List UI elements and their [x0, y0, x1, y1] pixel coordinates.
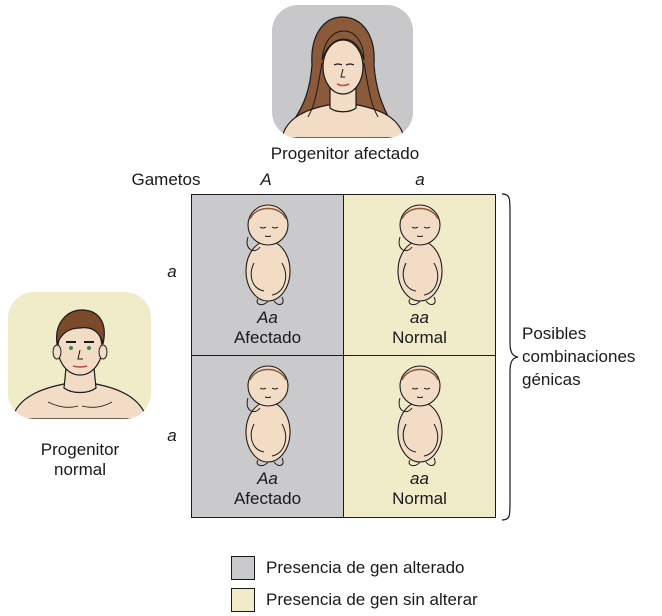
brace-label-line1: Posibles	[522, 324, 587, 343]
baby-illustration	[245, 204, 291, 306]
normal-parent-label-line1: Progenitor	[40, 440, 120, 459]
legend-label-altered: Presencia de gen alterado	[266, 558, 465, 577]
legend-swatch-normal	[231, 588, 255, 612]
curly-brace	[501, 193, 519, 521]
punnett-square: Aa Afectado aa Normal Aa Afectado	[191, 194, 496, 518]
baby-illustration	[245, 365, 291, 467]
cell-phenotype: Afectado	[233, 328, 302, 347]
gamete-side-1: a	[167, 262, 177, 281]
punnett-cell-4: aa Normal	[344, 356, 495, 517]
normal-parent-label-line2: normal	[54, 460, 106, 479]
gamete-top-1: A	[260, 170, 272, 189]
cell-phenotype: Normal	[392, 328, 447, 347]
punnett-cell-1: Aa Afectado	[192, 195, 344, 356]
brace-label-line3: génicas	[522, 370, 581, 389]
baby-illustration	[397, 365, 443, 467]
legend-label-normal: Presencia de gen sin alterar	[266, 590, 478, 609]
cell-genotype: aa	[410, 469, 429, 488]
legend-swatch-altered	[231, 556, 255, 580]
cell-genotype: Aa	[257, 308, 278, 327]
cell-genotype: Aa	[257, 469, 278, 488]
cell-phenotype: Normal	[392, 489, 447, 508]
man-illustration	[11, 309, 148, 419]
gamete-top-2: a	[415, 170, 425, 189]
affected-parent-portrait	[272, 5, 413, 138]
baby-illustration	[397, 204, 443, 306]
cell-genotype: aa	[410, 308, 429, 327]
punnett-cell-2: aa Normal	[344, 195, 495, 356]
woman-illustration	[281, 16, 405, 138]
gamete-side-2: a	[167, 426, 177, 445]
brace-label-line2: combinaciones	[522, 347, 636, 366]
affected-parent-label: Progenitor afectado	[270, 144, 420, 163]
normal-parent-portrait	[8, 292, 151, 419]
punnett-cell-3: Aa Afectado	[192, 356, 344, 517]
cell-phenotype: Afectado	[233, 489, 302, 508]
gametes-label: Gametos	[131, 170, 201, 189]
